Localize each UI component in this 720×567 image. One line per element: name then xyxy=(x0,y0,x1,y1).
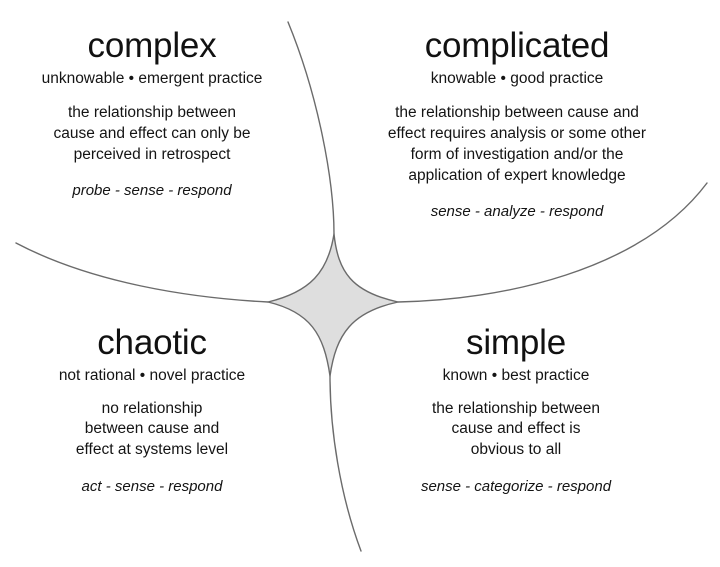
quadrant-complex-action: probe - sense - respond xyxy=(72,181,232,199)
description-line: form of investigation and/or the xyxy=(410,145,624,163)
description-line: effect at systems level xyxy=(75,441,229,459)
description-line: perceived in retrospect xyxy=(73,145,231,163)
divider-curve-bottom xyxy=(329,375,362,552)
quadrant-complex: complex unknowable • emergent practice t… xyxy=(12,27,292,200)
description-line: obvious to all xyxy=(470,441,562,459)
description-line: application of expert knowledge xyxy=(408,166,626,184)
quadrant-chaotic-description: no relationship between cause and effect… xyxy=(18,399,286,461)
quadrant-complex-subtitle: unknowable • emergent practice xyxy=(41,70,263,88)
quadrant-chaotic: chaotic not rational • novel practice no… xyxy=(18,324,286,496)
description-line: no relationship xyxy=(101,399,203,417)
quadrant-simple-subtitle: known • best practice xyxy=(442,367,590,385)
description-line: cause and effect can only be xyxy=(53,124,251,142)
quadrant-complicated-subtitle: knowable • good practice xyxy=(430,70,604,88)
quadrant-complicated-action: sense - analyze - respond xyxy=(430,203,604,220)
description-line: the relationship between xyxy=(431,399,601,417)
quadrant-complicated-description: the relationship between cause and effec… xyxy=(372,102,662,186)
center-star-shape xyxy=(267,233,399,377)
quadrant-complex-title: complex xyxy=(87,26,217,65)
description-line: cause and effect is xyxy=(451,420,581,438)
description-line: effect requires analysis or some other xyxy=(387,124,647,142)
quadrant-complicated: complicated knowable • good practice the… xyxy=(372,27,662,221)
quadrant-complicated-title: complicated xyxy=(424,26,610,65)
quadrant-simple-action: sense - categorize - respond xyxy=(420,477,612,495)
divider-curve-left xyxy=(15,242,269,303)
quadrant-chaotic-title: chaotic xyxy=(97,323,207,362)
description-line: the relationship between xyxy=(67,103,237,121)
divider-curve-right xyxy=(397,182,708,303)
description-line: the relationship between cause and xyxy=(395,103,639,121)
description-line: between cause and xyxy=(84,420,220,438)
quadrant-chaotic-subtitle: not rational • novel practice xyxy=(58,367,246,385)
divider-curve-top xyxy=(287,21,335,235)
quadrant-simple: simple known • best practice the relatio… xyxy=(382,324,650,496)
quadrant-simple-description: the relationship between cause and effec… xyxy=(382,399,650,461)
quadrant-complex-description: the relationship between cause and effec… xyxy=(12,102,292,165)
quadrant-simple-title: simple xyxy=(466,323,566,362)
quadrant-chaotic-action: act - sense - respond xyxy=(81,477,223,495)
